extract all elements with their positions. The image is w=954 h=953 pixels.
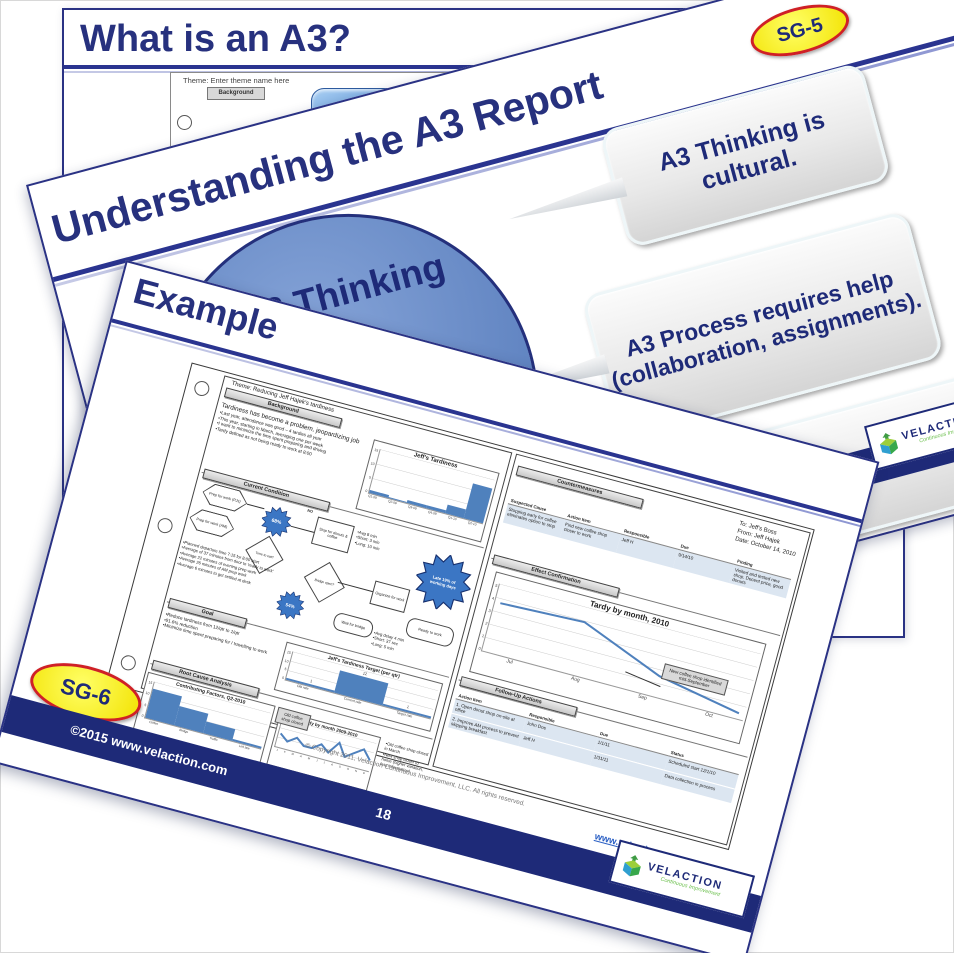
line-plot — [481, 583, 761, 722]
starburst-icon — [261, 506, 292, 537]
current-condition-flowchart: Prep for work (PJs) Prep for work (AM) 6… — [169, 480, 482, 671]
a3-left-panel: Theme: Reducing Jeff Hajek's tardiness B… — [132, 375, 513, 792]
flow-hex-prep-am: Prep for work (AM) — [187, 507, 237, 540]
slide-example: Example Theme: Reducing Jeff Hajek's tar… — [0, 260, 880, 953]
starburst-icon — [276, 591, 305, 620]
flow-burst-late: Late 19% of working days — [409, 548, 478, 617]
bar — [464, 483, 493, 524]
flow-box-stop-donuts: Stop for donuts & coffee — [310, 516, 355, 554]
flow-label-no: NO — [306, 508, 314, 514]
flow-notes-coffee: •Avg 8 min•Short: 3 min•Long: 10 min — [354, 529, 383, 551]
x-tick: J — [323, 760, 326, 765]
flow-notes-bridge: •Avg delay 4 min•Short: 37 sec•Long: 5 m… — [370, 630, 405, 654]
bubble-text: A3 Thinking is cultural. — [655, 105, 828, 195]
bubble-tail-icon — [506, 174, 629, 230]
x-tick: A — [299, 754, 303, 759]
line-plot — [274, 717, 377, 773]
x-tick: F — [283, 749, 287, 755]
flow-box-organize: Organize for work — [369, 580, 411, 614]
flow-burst-68: 68% — [258, 503, 295, 540]
list-item: •91.6% reduction — [163, 616, 199, 631]
page-number: 18 — [373, 803, 394, 824]
velaction-logo: Velaction Continuous Improvement — [608, 839, 756, 919]
flow-pill-ready: Ready to work — [404, 616, 456, 649]
flow-burst-54: 54% — [273, 588, 307, 622]
x-tick: J — [315, 758, 319, 763]
logo-text: Velaction Continuous Improvement — [900, 411, 954, 448]
page-title: What is an A3? — [80, 18, 351, 60]
form-theme-label: Theme: Enter theme name here — [183, 76, 290, 85]
logo-text: Velaction Continuous Improvement — [645, 861, 724, 898]
a3-right-panel: To: Jeff's Boss From: Jeff Hajek Date: O… — [432, 453, 811, 846]
velaction-logo: Velaction Continuous Improvement — [864, 388, 954, 471]
velaction-cube-icon — [879, 433, 899, 455]
bar: 12 — [334, 670, 389, 706]
starburst-icon — [415, 554, 472, 611]
x-tick: J — [276, 747, 279, 752]
bubble-text: A3 Process requires help (collaboration,… — [608, 265, 924, 394]
flow-connector — [246, 503, 265, 510]
slide-understanding-a3-report: Understanding the A3 Report SG-5 A3 Thin… — [26, 0, 954, 726]
to-from-block: To: Jeff's Boss From: Jeff Hajek Date: O… — [734, 521, 800, 560]
x-tick: A — [330, 762, 334, 767]
a3-report-example: Theme: Reducing Jeff Hajek's tardiness B… — [105, 362, 815, 851]
flow-pill-wait-bridge: Wait for bridge — [331, 611, 375, 640]
binder-hole-icon — [119, 653, 138, 673]
form-background-tab: Background — [207, 87, 265, 100]
binder-hole-icon — [155, 516, 175, 535]
binder-hole-icon — [192, 379, 212, 398]
flow-connector — [290, 525, 315, 533]
binder-hole-icon — [177, 115, 192, 130]
velaction-cube-icon — [622, 855, 641, 877]
